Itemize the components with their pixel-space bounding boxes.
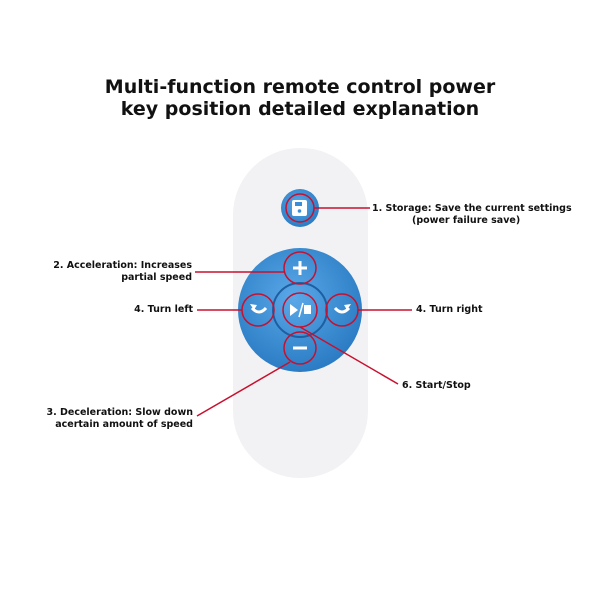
callout-lines xyxy=(195,207,412,417)
storage-label: 1. Storage: Save the current settings xyxy=(372,203,572,214)
storage-label-2: (power failure save) xyxy=(412,215,521,226)
minus-button[interactable] xyxy=(283,331,317,365)
plus-button[interactable] xyxy=(283,251,317,285)
acceleration-label: 2. Acceleration: Increases xyxy=(53,260,192,271)
play-stop-icon xyxy=(290,302,311,318)
turn-left-label: 4. Turn left xyxy=(134,304,193,315)
turn-right-label: 4. Turn right xyxy=(416,304,483,315)
storage-button[interactable] xyxy=(281,189,319,227)
title-line-2: key position detailed explanation xyxy=(120,98,480,120)
start-stop-label: 6. Start/Stop xyxy=(402,380,471,391)
dpad xyxy=(238,248,362,372)
turn-left-icon xyxy=(250,306,268,314)
turn-right-icon xyxy=(333,306,351,314)
title-line-1: Multi-function remote control power xyxy=(104,76,496,98)
plus-icon xyxy=(293,261,307,275)
save-icon xyxy=(292,200,307,216)
acceleration-label-2: partial speed xyxy=(121,272,192,283)
deceleration-label: 3. Deceleration: Slow down xyxy=(46,407,194,418)
deceleration-label-2: acertain amount of speed xyxy=(55,419,193,430)
